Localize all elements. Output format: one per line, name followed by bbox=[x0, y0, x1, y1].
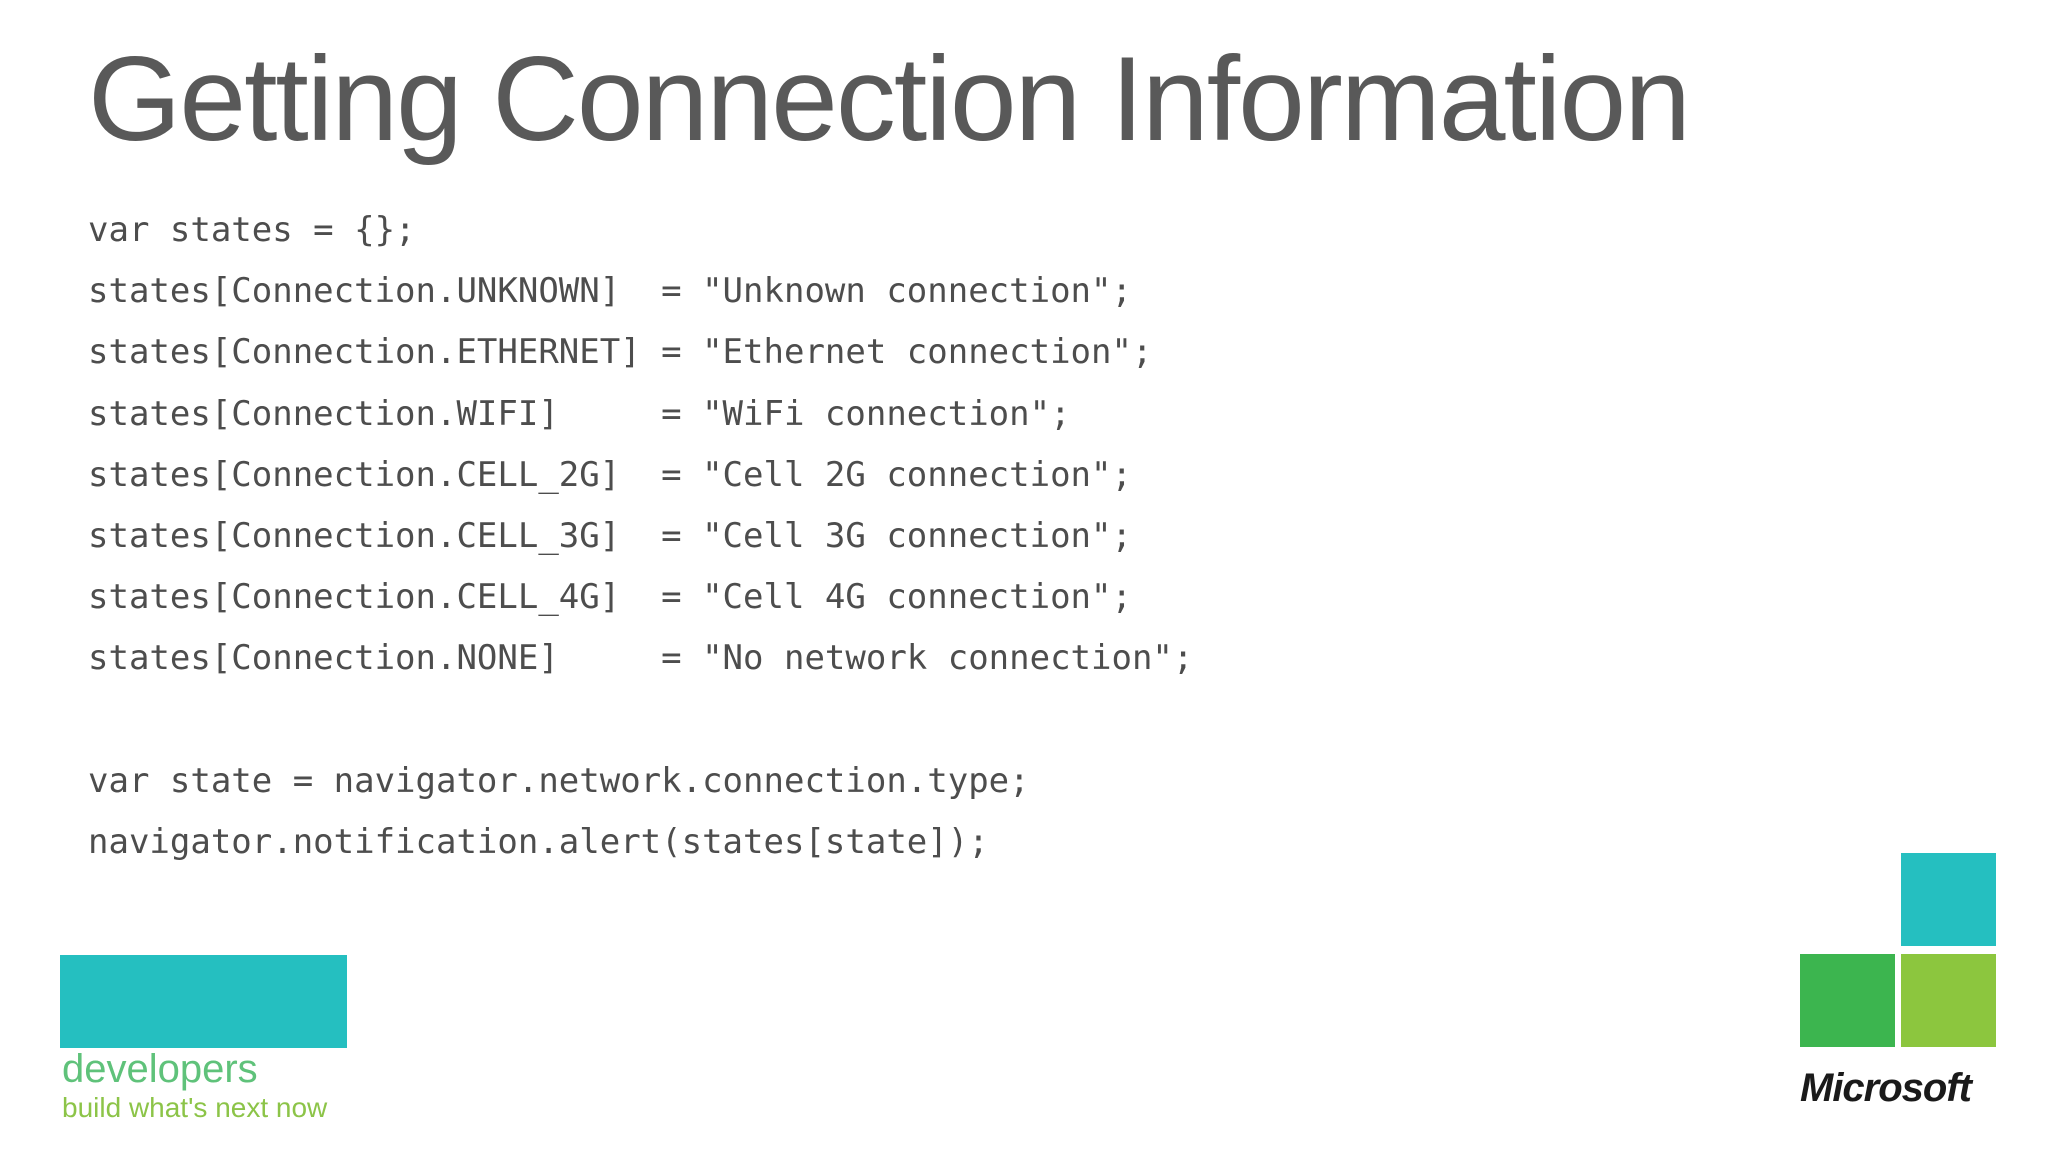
developers-logo: developers build what's next now bbox=[60, 955, 350, 1135]
code-line: var states = {}; bbox=[88, 210, 416, 250]
code-blank-line bbox=[88, 690, 1193, 751]
code-line: states[Connection.WIFI] = "WiFi connecti… bbox=[88, 393, 1071, 434]
code-line: states[Connection.CELL_3G] = "Cell 3G co… bbox=[88, 515, 1132, 556]
code-line: states[Connection.NONE] = "No network co… bbox=[88, 638, 1194, 679]
microsoft-logo-word: Microsoft bbox=[1800, 1066, 1972, 1110]
developers-logo-block bbox=[60, 955, 347, 1048]
code-line: states[Connection.CELL_4G] = "Cell 4G co… bbox=[88, 577, 1132, 618]
microsoft-logo-square-bottom-left bbox=[1800, 954, 1895, 1047]
microsoft-logo: Microsoft bbox=[1800, 853, 2020, 1123]
microsoft-logo-square-bottom-right bbox=[1901, 954, 1996, 1047]
code-line: var state = navigator.network.connection… bbox=[88, 760, 1030, 801]
slide-title: Getting Connection Information bbox=[88, 32, 1691, 166]
code-line: states[Connection.UNKNOWN] = "Unknown co… bbox=[88, 271, 1132, 312]
microsoft-logo-square-top bbox=[1901, 853, 1996, 946]
code-line: states[Connection.CELL_2G] = "Cell 2G co… bbox=[88, 454, 1132, 495]
code-line: navigator.notification.alert(states[stat… bbox=[88, 821, 989, 862]
developers-logo-word: developers bbox=[62, 1047, 258, 1091]
developers-logo-tagline: build what's next now bbox=[62, 1092, 328, 1123]
code-block: var states = {}; states[Connection.UNKNO… bbox=[88, 200, 1193, 873]
code-line: states[Connection.ETHERNET] = "Ethernet … bbox=[88, 332, 1153, 373]
